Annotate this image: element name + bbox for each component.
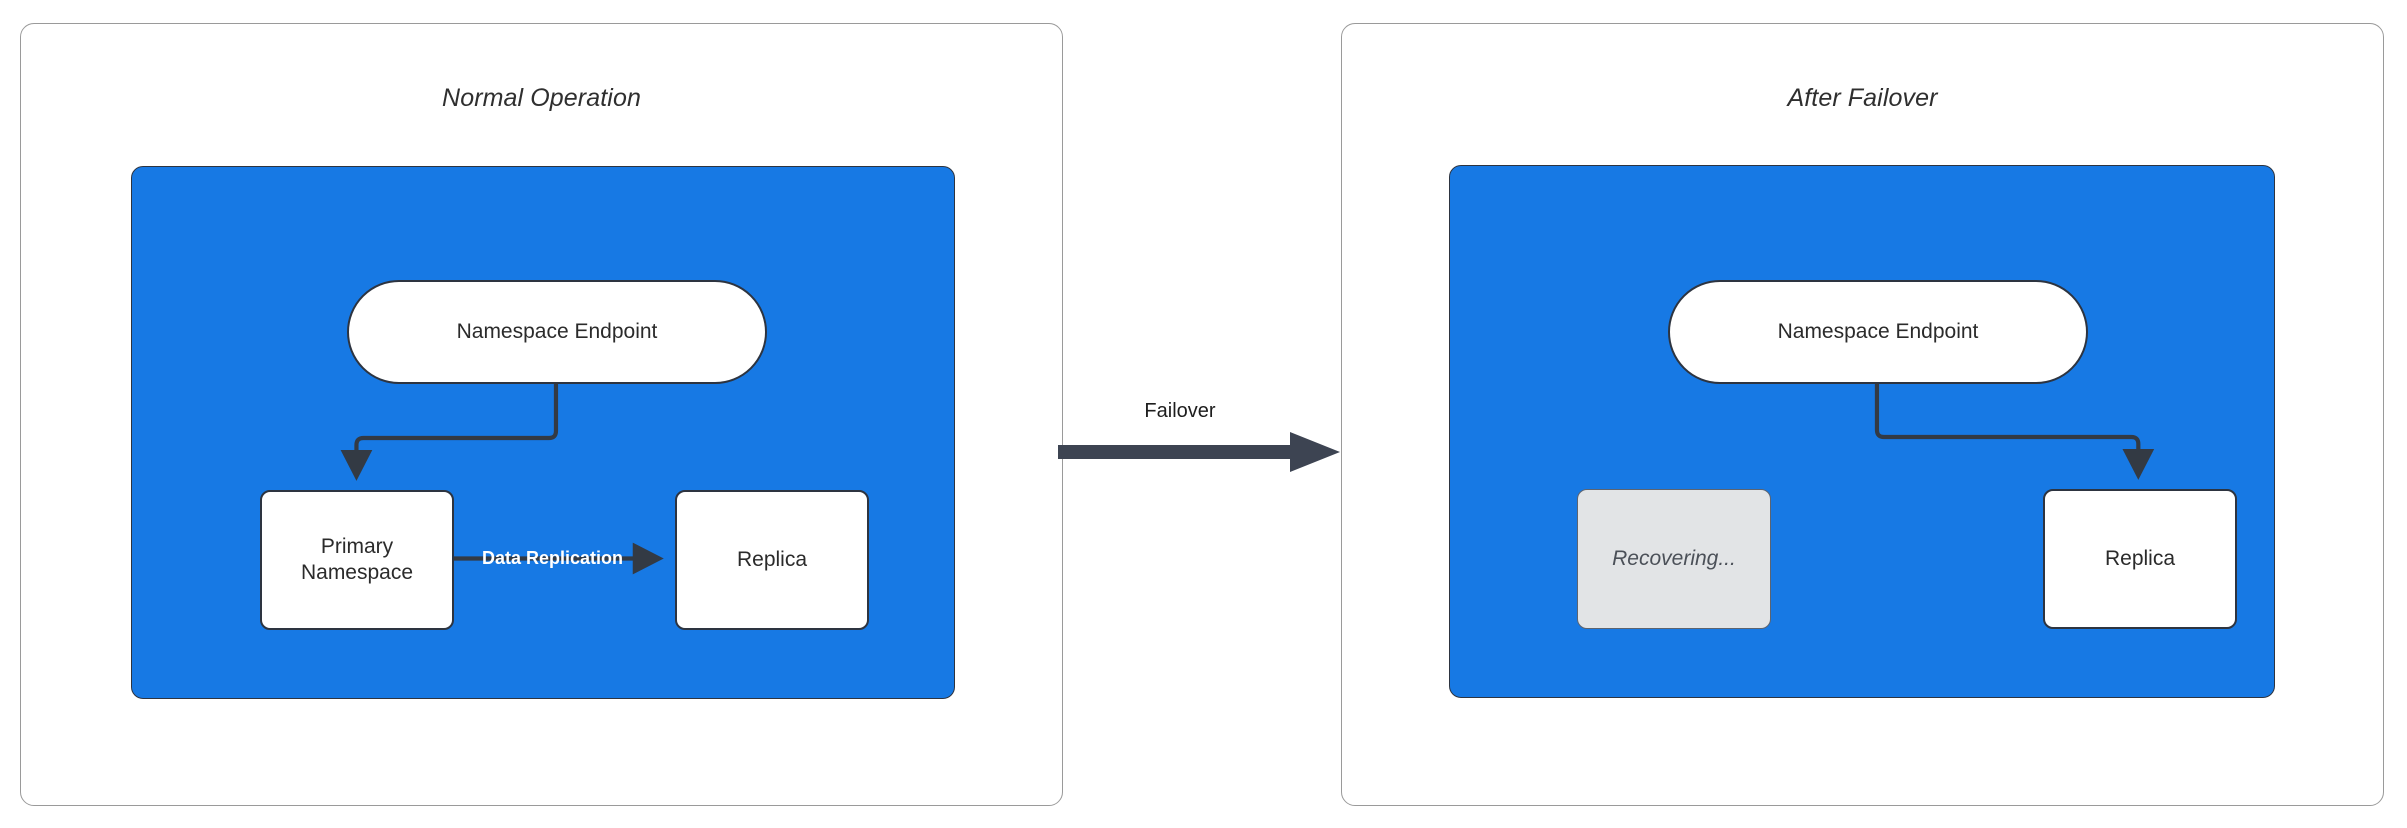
node-replica[interactable]: Replica [675,490,869,630]
blue-region-normal-operation: Namespace Endpoint Primary Namespace Rep… [131,166,955,699]
node-namespace-endpoint[interactable]: Namespace Endpoint [1668,280,2088,384]
node-primary-namespace-line2: Namespace [300,561,414,584]
panel-normal-operation: Normal Operation Namespace Endpoint [20,23,1063,806]
panel-after-failover: After Failover Namespace Endpoint Recove… [1341,23,2384,806]
edge-label-data-replication: Data Replication [482,548,624,568]
failover-label: Failover [1144,400,1216,422]
failover-arrow-icon [1058,432,1340,472]
failover-transition: Failover [1058,400,1348,490]
panel-title-after-failover: After Failover [1787,84,1938,112]
node-recovering[interactable]: Recovering... [1577,489,1771,629]
blue-region-after-failover: Namespace Endpoint Recovering... Replica [1449,165,2275,698]
node-primary-namespace-line1: Primary [320,535,394,559]
panel-title-normal-operation: Normal Operation [442,84,641,112]
node-namespace-endpoint[interactable]: Namespace Endpoint [347,280,767,384]
node-primary-namespace[interactable]: Primary Namespace [260,490,454,630]
node-replica[interactable]: Replica [2043,489,2237,629]
